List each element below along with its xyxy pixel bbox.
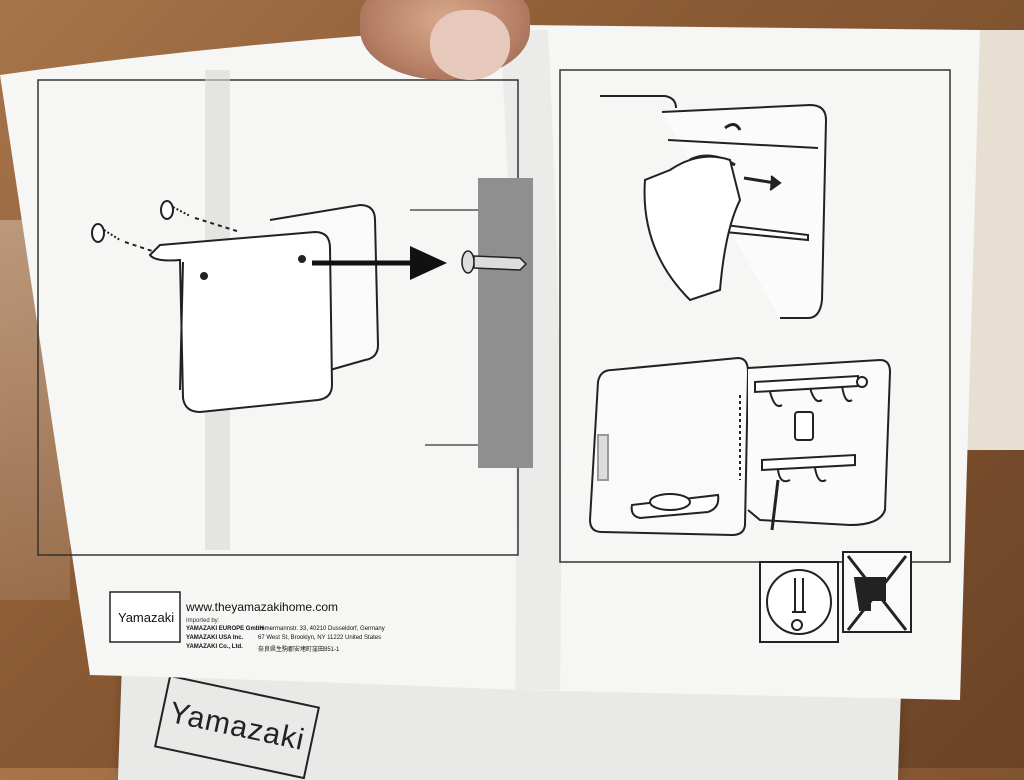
screw-icon-1 xyxy=(91,223,121,243)
open-cabinet-illustration xyxy=(588,356,892,537)
screw-icon-2 xyxy=(160,200,191,220)
usa-company: YAMAZAKI USA Inc. xyxy=(186,635,244,641)
wall-section xyxy=(478,178,533,468)
cabinet-door xyxy=(588,356,750,537)
website-link: www.theyamazakihome.com xyxy=(186,600,339,614)
box-front xyxy=(148,230,334,414)
europe-company: YAMAZAKI EUROPE GmbH xyxy=(186,626,264,632)
hook-adjust-illustration xyxy=(600,95,828,319)
japan-company: YAMAZAKI Co., Ltd. xyxy=(186,644,243,650)
cabinet-body xyxy=(747,358,892,527)
thumbnail-nail xyxy=(430,10,510,80)
europe-address: Immermannstr. 33, 40210 Dusseldorf, Germ… xyxy=(258,626,385,632)
hand xyxy=(643,155,742,302)
usa-address: 67 West St, Brooklyn, NY 11222 United St… xyxy=(258,635,382,641)
japan-address: 奈良県生駒郡安堵町窪田851-1 xyxy=(258,647,340,653)
wall-screw-icon xyxy=(461,250,528,274)
right-panel-frame xyxy=(559,69,951,563)
wall-mount-illustration xyxy=(91,200,380,414)
imported-by-label: Imported by: xyxy=(186,618,220,624)
power-drill-prohibited-icon xyxy=(842,551,912,633)
arrow-right-icon xyxy=(312,246,447,280)
footer-logo-box xyxy=(109,591,181,643)
screwdriver-allowed-icon xyxy=(759,561,839,643)
footer-logo-text: Yamazaki xyxy=(118,610,175,625)
